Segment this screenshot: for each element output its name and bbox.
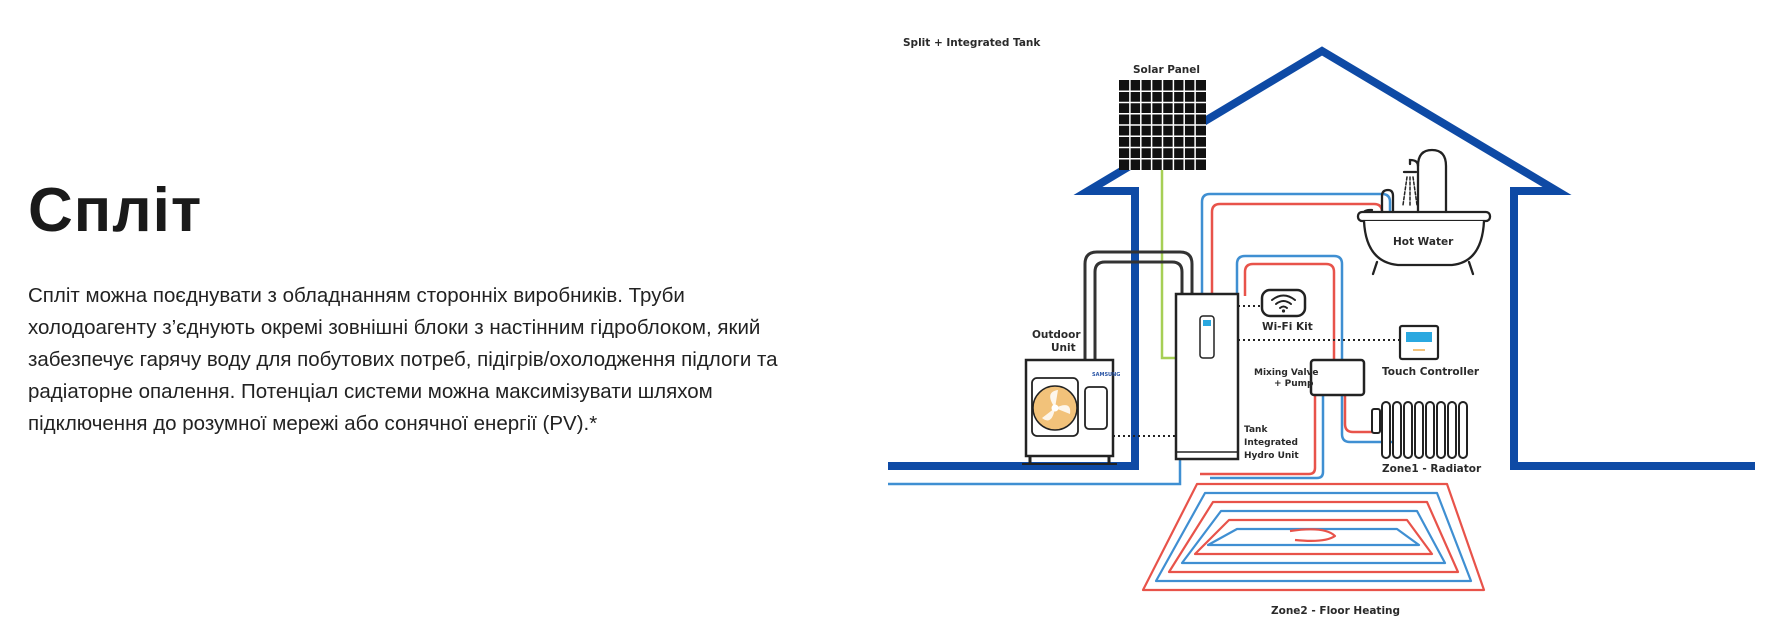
- touch-controller-label: Touch Controller: [1382, 366, 1480, 378]
- outdoor-unit-label-1: Outdoor: [1032, 329, 1081, 341]
- solar-panel-label: Solar Panel: [1133, 64, 1200, 76]
- description-text: Спліт можна поєднувати з обладнанням сто…: [28, 284, 778, 435]
- zone1-label: Zone1 - Radiator: [1382, 463, 1482, 475]
- tank-label-2: Integrated: [1244, 438, 1298, 448]
- mixing-valve-label-1: Mixing Valve: [1254, 368, 1319, 378]
- hot-water-label: Hot Water: [1393, 236, 1454, 248]
- brand-label: SAMSUNG: [1092, 372, 1120, 378]
- solar-panel: [1119, 80, 1206, 170]
- tank-label-3: Hydro Unit: [1244, 451, 1299, 461]
- tank-unit: [1174, 292, 1240, 461]
- house-outline: [888, 46, 1755, 470]
- touch-controller: [1398, 324, 1440, 361]
- outdoor-unit-label-2: Unit: [1051, 342, 1076, 354]
- wifi-kit: [1260, 288, 1307, 318]
- radiator: [1371, 401, 1468, 459]
- zone2-label: Zone2 - Floor Heating: [1271, 605, 1400, 617]
- tank-label-1: Tank: [1244, 425, 1268, 435]
- floor-heating-coil: [1141, 482, 1486, 592]
- mixing-valve-label-2: + Pump: [1274, 379, 1314, 389]
- page-title: Спліт: [28, 176, 203, 245]
- refrigerant-pipe-outer: [1083, 250, 1194, 364]
- solar-wire: [1160, 170, 1176, 360]
- mixing-valve-pipe-red: [1343, 395, 1378, 434]
- bathtub: [1356, 148, 1492, 276]
- outdoor-unit: SAMSUNG: [1022, 358, 1120, 465]
- mixing-valve-box: [1309, 358, 1366, 397]
- hot-water-pipe-blue: [1200, 192, 1392, 296]
- radiator-pipe-red: [1243, 262, 1336, 395]
- diagram-title: Split + Integrated Tank: [903, 37, 1041, 49]
- wifi-icon: [1271, 294, 1296, 309]
- floor-supply-red: [1200, 395, 1317, 476]
- radiator-pipe-blue: [1235, 254, 1392, 444]
- refrigerant-pipe-inner: [1093, 260, 1184, 364]
- wifi-kit-label: Wi-Fi Kit: [1262, 321, 1313, 333]
- floor-supply-blue: [1210, 395, 1325, 480]
